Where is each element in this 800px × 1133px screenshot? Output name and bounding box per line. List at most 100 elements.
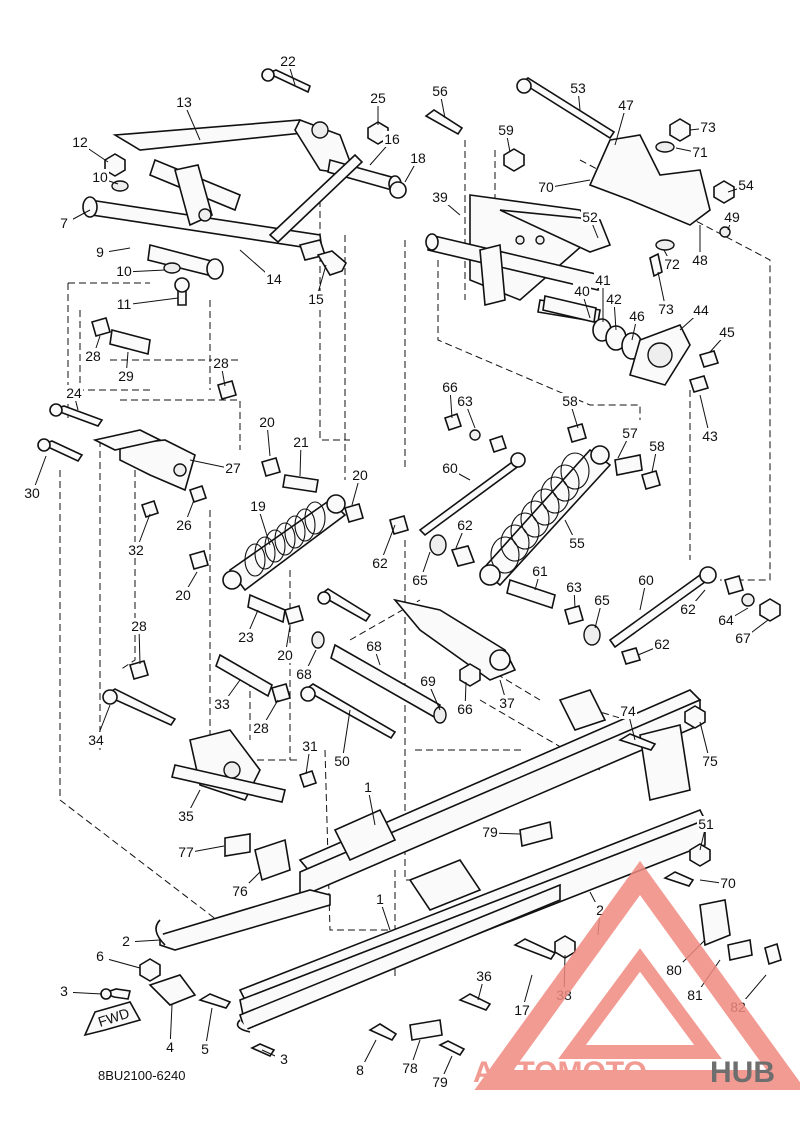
lower-hardware	[100, 705, 782, 1058]
callout-bg-8	[351, 1062, 369, 1078]
callout-62: 62	[654, 636, 670, 652]
callout-57: 57	[622, 425, 638, 441]
callout-bg-32	[127, 542, 145, 558]
callout-76: 76	[232, 883, 248, 899]
callout-bg-52	[581, 209, 599, 225]
callout-bg-54	[737, 177, 755, 193]
callout-bg-62	[679, 601, 697, 617]
callout-bg-57	[621, 425, 639, 441]
automotohub-logo: AUTOMOTO HUB	[473, 860, 800, 1090]
callout-bg-71	[691, 144, 709, 160]
callout-bg-59	[497, 122, 515, 138]
callout-61: 61	[532, 563, 548, 579]
callout-bg-27	[224, 460, 242, 476]
callout-22: 22	[280, 53, 296, 69]
callout-60: 60	[442, 460, 458, 476]
callout-28: 28	[85, 348, 101, 364]
callout-bg-22	[279, 53, 297, 69]
callout-bg-10	[115, 263, 133, 279]
callout-63: 63	[457, 393, 473, 409]
callout-62: 62	[372, 555, 388, 571]
callout-3: 3	[280, 1051, 288, 1067]
callout-bg-63	[456, 393, 474, 409]
callout-bg-40	[573, 283, 591, 299]
callout-bg-67	[734, 630, 752, 646]
callout-bg-25	[369, 90, 387, 106]
callout-bg-81	[686, 987, 704, 1003]
callout-bg-21	[292, 434, 310, 450]
callout-bg-70	[719, 875, 737, 891]
callout-bg-77	[177, 844, 195, 860]
callout-16: 16	[384, 131, 400, 147]
callout-bg-37	[498, 695, 516, 711]
callout-77: 77	[178, 844, 194, 860]
callout-bg-7	[55, 215, 73, 231]
callout-bg-20	[276, 647, 294, 663]
callout-bg-1	[359, 779, 377, 795]
hardware-top-left	[104, 68, 407, 306]
logo-inner-triangle	[558, 948, 722, 1059]
callout-bg-28	[212, 355, 230, 371]
callout-bg-65	[411, 572, 429, 588]
callout-53: 53	[570, 80, 586, 96]
callout-8: 8	[356, 1062, 364, 1078]
callout-bg-28	[130, 618, 148, 634]
callout-33: 33	[214, 696, 230, 712]
callout-bg-78	[401, 1060, 419, 1076]
callout-34: 34	[88, 732, 104, 748]
callout-bg-5	[196, 1041, 214, 1057]
callout-42: 42	[606, 291, 622, 307]
callout-1: 1	[376, 891, 384, 907]
callout-bg-12	[71, 134, 89, 150]
callout-40: 40	[574, 283, 590, 299]
callout-20: 20	[175, 587, 191, 603]
callout-15: 15	[308, 291, 324, 307]
callout-10: 10	[116, 263, 132, 279]
callout-bg-69	[419, 673, 437, 689]
callout-bg-36	[475, 968, 493, 984]
callout-20: 20	[259, 414, 275, 430]
callout-bg-18	[409, 150, 427, 166]
callout-bg-41	[594, 272, 612, 288]
callout-63: 63	[566, 579, 582, 595]
left-links	[37, 403, 209, 570]
callout-51: 51	[698, 816, 714, 832]
callout-5: 5	[201, 1041, 209, 1057]
callout-bg-64	[717, 612, 735, 628]
logo-text-auto: AUTOMOTO	[473, 1056, 647, 1089]
callout-66: 66	[442, 379, 458, 395]
fwd-arrow: FWD	[83, 1001, 142, 1037]
rear-arm-assembly	[425, 194, 612, 323]
callout-25: 25	[370, 90, 386, 106]
callout-bg-55	[568, 535, 586, 551]
callout-28: 28	[253, 720, 269, 736]
callout-35: 35	[178, 808, 194, 824]
callout-bg-11	[115, 296, 133, 312]
callout-75: 75	[702, 753, 718, 769]
callout-bg-14	[265, 271, 283, 287]
callout-58: 58	[562, 393, 578, 409]
callout-37: 37	[499, 695, 515, 711]
callout-79: 79	[482, 824, 498, 840]
callout-bg-79	[431, 1074, 449, 1090]
callout-23: 23	[238, 629, 254, 645]
callout-bg-20	[174, 587, 192, 603]
callout-68: 68	[366, 638, 382, 654]
callout-28: 28	[213, 355, 229, 371]
callout-67: 67	[735, 630, 751, 646]
callout-bg-34	[87, 732, 105, 748]
callout-bg-63	[565, 579, 583, 595]
callout-30: 30	[24, 485, 40, 501]
callout-50: 50	[334, 753, 350, 769]
callout-14: 14	[266, 271, 282, 287]
callout-numbers: 1122233456789101011121314151617181920202…	[23, 53, 755, 1090]
callout-18: 18	[410, 150, 426, 166]
callout-bg-80	[665, 962, 683, 978]
callout-55: 55	[569, 535, 585, 551]
callout-81: 81	[687, 987, 703, 1003]
callout-bg-68	[295, 666, 313, 682]
callout-80: 80	[666, 962, 682, 978]
logo-outer-triangle	[474, 860, 800, 1090]
callout-bg-17	[513, 1002, 531, 1018]
